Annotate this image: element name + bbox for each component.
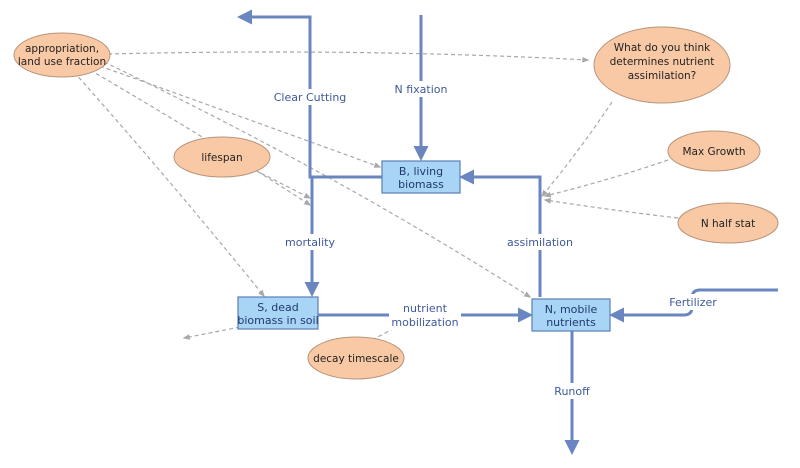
flow-pipes	[237, 9, 778, 455]
mortality-label: mortality	[285, 236, 335, 249]
n-half-stat-label: N half stat	[701, 218, 755, 230]
flow-labels: Clear Cutting N fixation mortality assim…	[274, 81, 722, 399]
link-appropriation-to-question	[107, 51, 590, 63]
question-label-line-2: determines nutrient	[610, 56, 715, 68]
link-maxgrowth-to-assimilation	[543, 159, 669, 198]
mobile-nutrients-label-line-1: N, mobile	[545, 303, 598, 316]
living-biomass-label-line-1: B, living	[399, 165, 443, 178]
variable-question[interactable]: What do you think determines nutrient as…	[593, 26, 731, 104]
question-label-line-3: assimilation?	[628, 70, 696, 82]
appropriation-label-line-2: land use fraction	[18, 56, 106, 68]
stock-living-biomass[interactable]: B, living biomass	[381, 160, 461, 194]
decay-timescale-label: decay timescale	[313, 353, 399, 365]
assimilation-pipe	[459, 169, 542, 297]
nutrient-mobilization-label-line-2: mobilization	[391, 316, 458, 329]
nutrient-mobilization-label-line-1: nutrient	[403, 302, 448, 315]
stock-mobile-nutrients[interactable]: N, mobile nutrients	[531, 298, 611, 332]
runoff-label: Runoff	[554, 385, 590, 398]
link-appropriation-to-living-biomass	[99, 65, 382, 168]
link-appropriation-to-dead-biomass	[73, 71, 265, 298]
fertilizer-label: Fertilizer	[669, 296, 717, 309]
assimilation-label: assimilation	[507, 236, 573, 249]
stock-dead-biomass[interactable]: S, dead biomass in soil	[237, 296, 319, 330]
variable-appropriation[interactable]: appropriation, land use fraction	[13, 32, 111, 78]
lifespan-label: lifespan	[201, 152, 242, 164]
link-appropriation-to-mobile-nutrients	[103, 61, 532, 298]
n-fixation-label: N fixation	[395, 83, 448, 96]
link-lifespan-to-mortality	[254, 169, 312, 199]
variable-n-half-stat[interactable]: N half stat	[677, 202, 779, 244]
living-biomass-label-line-2: biomass	[398, 178, 444, 191]
max-growth-label: Max Growth	[682, 146, 745, 158]
dead-biomass-label-line-2: biomass in soil	[237, 314, 318, 327]
link-dead-biomass-to-left	[182, 326, 241, 340]
dead-biomass-label-line-1: S, dead	[257, 301, 298, 314]
mobile-nutrients-label-line-2: nutrients	[546, 316, 596, 329]
question-label-line-1: What do you think	[614, 42, 711, 54]
variable-max-growth[interactable]: Max Growth	[667, 130, 761, 172]
variable-lifespan[interactable]: lifespan	[173, 136, 271, 178]
link-question-to-assimilation	[541, 101, 613, 198]
clear-cutting-label: Clear Cutting	[274, 91, 347, 104]
link-nhalfstat-to-assimilation	[543, 198, 679, 219]
variable-decay-timescale[interactable]: decay timescale	[307, 336, 405, 380]
appropriation-label-line-1: appropriation,	[25, 43, 99, 55]
information-links	[73, 51, 679, 341]
